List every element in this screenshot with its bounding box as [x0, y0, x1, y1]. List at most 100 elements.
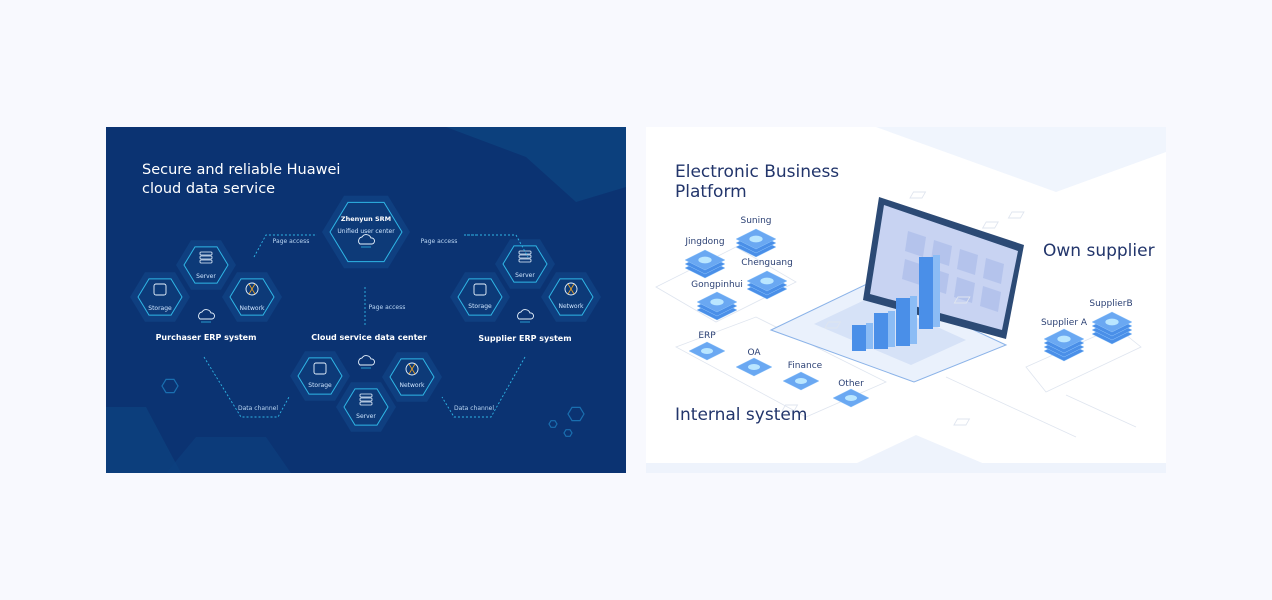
storage-icon — [473, 283, 487, 296]
purchaser-storage-label: Storage — [148, 305, 172, 312]
platform-outline — [945, 376, 1077, 438]
server-icon — [359, 393, 373, 398]
purchaser-network-label: Network — [239, 305, 265, 312]
supplier-label: Supplier A — [1040, 318, 1088, 328]
screen-card — [983, 258, 1004, 284]
decor-shape — [446, 127, 626, 202]
decor-shape — [106, 407, 181, 473]
cloud-icon — [358, 234, 375, 245]
purchaser-server-label: Server — [196, 273, 216, 280]
network-icon — [245, 282, 259, 296]
decor-hex — [567, 406, 585, 422]
connector-line — [253, 234, 317, 258]
datacenter-server-label: Server — [356, 413, 376, 420]
cloud-icon — [358, 355, 375, 366]
platform-outline — [675, 316, 887, 418]
decor-tile — [953, 418, 971, 426]
chart-bar-3d — [910, 296, 917, 344]
purchaser-erp-label: Purchaser ERP system — [155, 333, 257, 342]
network-icon — [564, 282, 578, 296]
supplier-erp-label: Supplier ERP system — [478, 334, 572, 343]
internal-label: Finance — [787, 361, 823, 371]
connector-line — [464, 234, 529, 258]
decor-tile — [953, 296, 971, 304]
server-icon — [518, 258, 532, 263]
network-icon — [248, 283, 256, 295]
decor-shape — [876, 127, 1166, 192]
datacenter-network-label: Network — [399, 382, 425, 389]
platform-outline — [1065, 394, 1137, 428]
decor-hex — [548, 420, 558, 428]
hex-node — [137, 278, 183, 316]
decor-hex — [161, 378, 179, 394]
cloud-icon — [517, 309, 534, 320]
decor-tile — [1007, 211, 1025, 219]
platform-label: Gongpinhui — [691, 280, 743, 290]
stack-glow — [760, 277, 774, 285]
decor-hex — [563, 429, 573, 437]
hex-node — [343, 388, 389, 426]
connector-line — [441, 356, 526, 418]
cloud-icon — [198, 309, 215, 320]
unified-user-center-label: Unified user center — [337, 228, 395, 235]
server-icon — [199, 259, 213, 264]
screen-card — [980, 286, 1001, 312]
hex-node — [457, 278, 503, 316]
platform-label: Jingdong — [685, 237, 725, 247]
decor-strip — [646, 463, 1166, 473]
network-icon — [567, 283, 575, 295]
zhenyun-srm-title: Zhenyun SRM — [340, 215, 392, 223]
hex-node — [297, 357, 343, 395]
stack-glow — [710, 298, 724, 306]
chart-bar-3d — [896, 298, 910, 346]
server-icon — [518, 254, 532, 259]
data-channel-left-label: Data channel — [238, 405, 278, 412]
screen-card — [957, 249, 978, 275]
datacenter-storage-label: Storage — [308, 382, 332, 389]
internal-system-heading: Internal system — [675, 405, 808, 425]
hex-node — [229, 278, 275, 316]
internal-label: Other — [838, 379, 864, 389]
page-access-left-label: Page access — [272, 238, 310, 245]
decor-tile — [824, 321, 842, 329]
stack-glow — [748, 364, 760, 370]
screen-card — [905, 231, 926, 257]
stack-glow — [701, 348, 713, 354]
internal-label: OA — [747, 348, 761, 358]
illustration-graphics — [646, 127, 1166, 473]
supplier-server-label: Server — [515, 272, 535, 279]
storage-icon — [153, 283, 167, 296]
hex-node — [502, 245, 548, 283]
decor-tile — [909, 191, 927, 199]
screen-card — [902, 259, 923, 285]
server-icon — [518, 250, 532, 255]
platform-outline — [1025, 326, 1142, 393]
supplier-label: SupplierB — [1089, 299, 1133, 309]
decor-tile — [981, 221, 999, 229]
stack-glow — [698, 256, 712, 264]
stack-glow — [1057, 335, 1071, 343]
network-icon — [405, 362, 419, 376]
decor-shape — [166, 437, 291, 473]
hex-node — [329, 201, 403, 263]
page-access-right-label: Page access — [420, 238, 458, 245]
stack-glow — [749, 235, 763, 243]
platform-label: Suning — [740, 216, 772, 226]
platform-label: Chenguang — [741, 258, 793, 268]
hex-node — [548, 278, 594, 316]
internal-label: ERP — [698, 331, 716, 341]
server-icon — [199, 255, 213, 260]
stack-glow — [845, 395, 857, 401]
server-icon — [199, 251, 213, 256]
diagram-graphics — [106, 127, 626, 473]
own-supplier-heading: Own supplier — [1043, 241, 1155, 261]
storage-icon — [313, 362, 327, 375]
chart-bar-3d — [919, 257, 933, 329]
connector-line — [203, 356, 290, 418]
decor-tile — [781, 404, 799, 412]
page-access-center-label: Page access — [368, 304, 406, 311]
